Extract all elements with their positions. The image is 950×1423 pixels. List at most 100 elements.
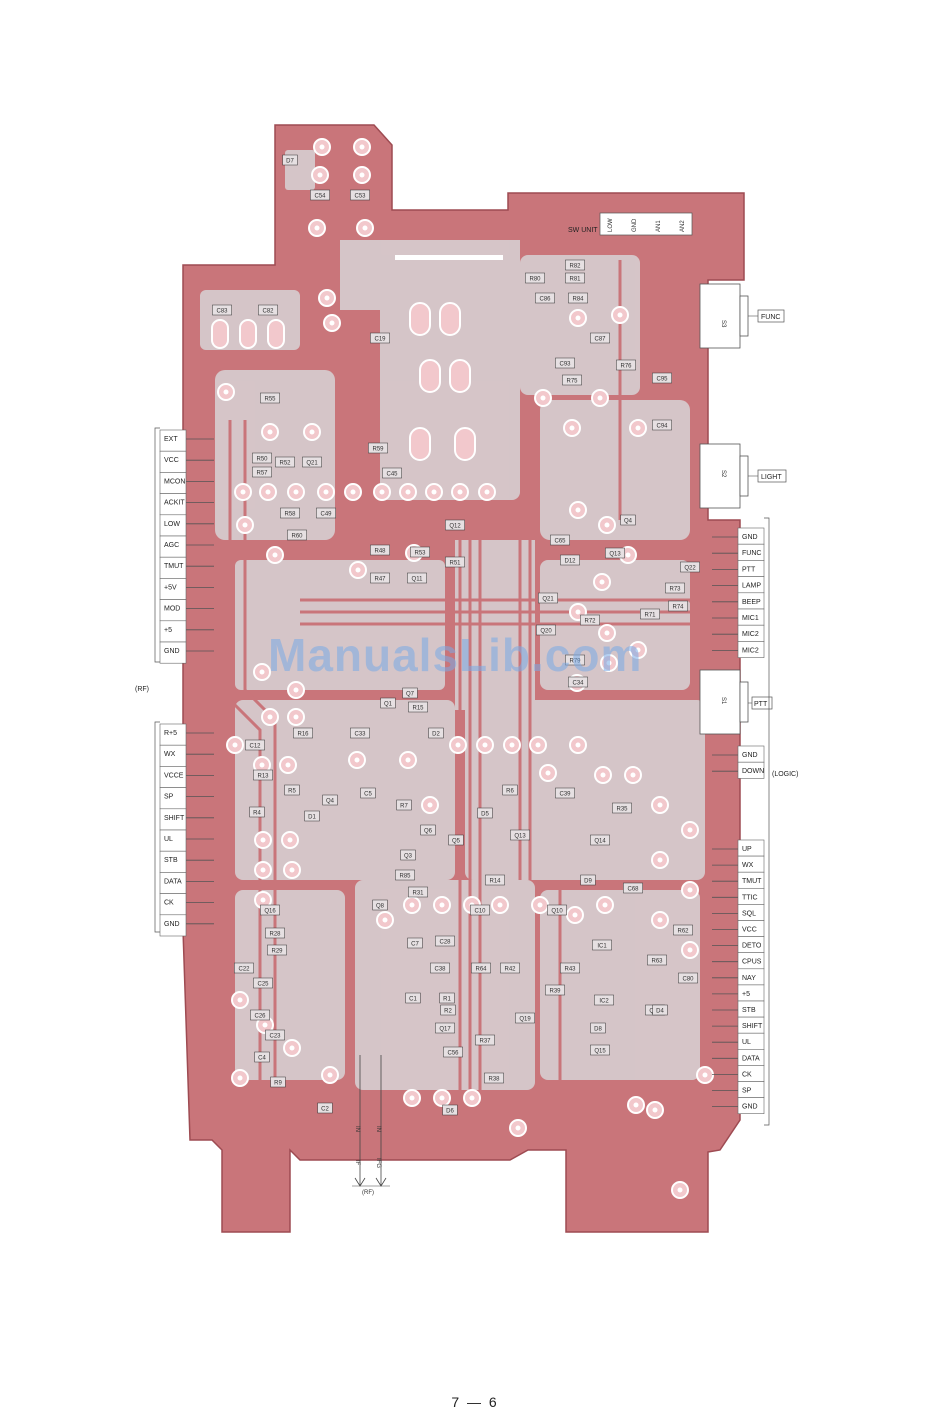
component-ref: C25: [257, 982, 269, 988]
pad-hole: [382, 917, 388, 923]
component-body: [477, 807, 493, 819]
rf-pin-label: VCCE: [164, 772, 184, 779]
pad-hole: [267, 714, 273, 720]
component-body: [322, 794, 338, 806]
pad-hole: [409, 1095, 415, 1101]
component-ref: C26: [254, 1014, 266, 1020]
component-body: [640, 608, 660, 620]
pad-hole: [272, 552, 278, 558]
component-body: [265, 927, 285, 939]
component-body: [680, 561, 700, 573]
component-body: [565, 272, 585, 284]
component-ref: C7: [411, 942, 419, 948]
component-body: [568, 676, 588, 688]
component-ref: Q15: [594, 1049, 606, 1055]
pad-hole: [293, 489, 299, 495]
component-body: [282, 154, 298, 166]
component-body: [547, 904, 567, 916]
component-body: [275, 456, 295, 468]
component-body: [250, 1009, 270, 1021]
component-ref: R7: [400, 804, 408, 810]
rf-pin-label: ACKIT: [164, 500, 185, 507]
pad-hole: [439, 1095, 445, 1101]
rf-pin-label: SP: [164, 794, 174, 801]
component-ref: C49: [320, 512, 332, 518]
component-ref: D5: [481, 812, 489, 818]
component-body: [536, 624, 556, 636]
pad-hole: [569, 425, 575, 431]
pad-hole: [482, 742, 488, 748]
component-body: [440, 1004, 456, 1016]
component-ref: R74: [672, 605, 684, 611]
component-ref: R6: [506, 789, 514, 795]
component-ref: C2: [321, 1107, 329, 1113]
sw-unit-pin-0: LOW: [608, 218, 614, 232]
component-ref: R82: [569, 264, 581, 270]
component-body: [525, 272, 545, 284]
switch-s3-ref: S3: [720, 320, 726, 328]
component-ref: Q3: [404, 854, 413, 860]
logic-pin-label: TMUT: [742, 878, 762, 885]
component-body: [652, 419, 672, 431]
bottom-lead-left-label: IF: [354, 1160, 360, 1166]
component-ref: IC2: [599, 999, 609, 1005]
pad-hole: [597, 395, 603, 401]
component-ref: R55: [264, 397, 276, 403]
pad-hole: [515, 1125, 521, 1131]
component-body: [485, 874, 505, 886]
logic-pin-label: PTT: [742, 566, 756, 573]
logic-pin-label: BEEP: [742, 599, 761, 606]
silkscreen-bar: [395, 255, 503, 260]
watermark: ManualsLib.com: [268, 629, 643, 681]
pad-hole: [630, 772, 636, 778]
pad-hole: [702, 1072, 708, 1078]
pad-hole: [237, 997, 243, 1003]
component-ref: Q4: [624, 519, 633, 525]
component-body: [408, 701, 428, 713]
component-body: [623, 882, 643, 894]
rf-pin-label: DATA: [164, 878, 182, 885]
component-body: [395, 869, 415, 881]
pad-hole: [606, 660, 612, 666]
component-ref: R52: [279, 461, 291, 467]
component-ref: R79: [569, 659, 581, 665]
component-body: [652, 372, 672, 384]
component-ref: Q1: [384, 702, 393, 708]
pad-hole: [677, 1187, 683, 1193]
component-ref: C86: [539, 297, 551, 303]
component-ref: C4: [258, 1056, 266, 1062]
pad-hole: [657, 917, 663, 923]
component-body: [590, 332, 610, 344]
component-ref: C12: [249, 744, 261, 750]
component-body: [407, 572, 427, 584]
pad-hole: [600, 772, 606, 778]
component-ref: R71: [644, 613, 656, 619]
component-body: [665, 582, 685, 594]
logic-pin-label: TTIC: [742, 894, 758, 901]
component-body: [370, 572, 390, 584]
component-ref: Q11: [412, 577, 424, 583]
logic-pin-label: CK: [742, 1071, 752, 1078]
logic-pin-label: DATA: [742, 1055, 760, 1062]
rf-pin-label: MCON: [164, 478, 185, 485]
component-body: [370, 544, 390, 556]
rf-pin-label: CK: [164, 900, 174, 907]
component-ref: R29: [271, 949, 283, 955]
component-ref: D8: [594, 1027, 602, 1033]
pad-hole: [572, 912, 578, 918]
component-ref: R38: [488, 1077, 500, 1083]
logic-pin-label: CPUS: [742, 959, 762, 966]
component-body: [254, 1051, 270, 1063]
component-ref: R43: [564, 967, 576, 973]
logic-pin-label: DETO: [742, 943, 762, 950]
rf-pin-label: VCC: [164, 457, 179, 464]
logic-pin-label: UL: [742, 1039, 751, 1046]
component-ref: Q13: [609, 552, 621, 558]
component-body: [360, 787, 376, 799]
component-ref: Q17: [439, 1027, 451, 1033]
pad-hole: [633, 1102, 639, 1108]
component-body: [293, 727, 313, 739]
component-ref: C38: [434, 967, 446, 973]
pad-hole: [287, 837, 293, 843]
pad-hole: [379, 489, 385, 495]
